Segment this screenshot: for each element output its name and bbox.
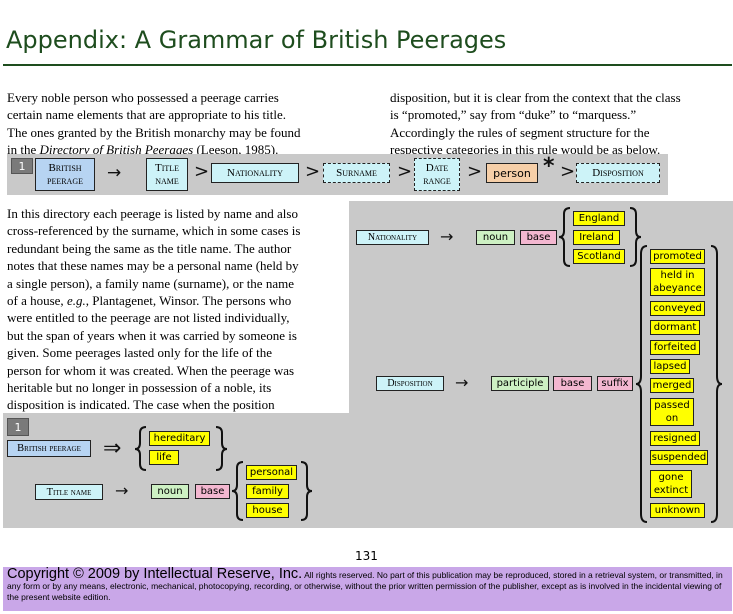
intro-left-text: Every noble person who possessed a peera… [7,90,301,158]
option-life: life [149,450,179,465]
rule-separator: > [560,161,576,182]
option-lapsed: lapsed [650,359,690,374]
rule-element-surname: Surname [323,163,390,183]
option-forfeited: forfeited [650,340,700,355]
disposition-participle: participle [491,376,549,391]
option-merged: merged [650,378,694,393]
option-dormant: dormant [650,320,700,335]
disposition-label: Disposition [376,376,444,391]
option-resigned: resigned [650,431,700,446]
copyright-footer: Copyright © 2009 by Intellectual Reserve… [3,567,732,611]
left-title-name-label: Title name [35,484,103,500]
disposition-suffix: suffix [597,376,633,391]
option-passed-on: passed on [650,398,694,426]
body-text-before: In this directory each peerage is listed… [7,206,301,309]
option-promoted: promoted [650,249,705,264]
body-text-after: , Plantagenet, Winsor. The persons who w… [7,293,297,430]
nationality-noun: noun [476,230,515,245]
rule-element-nationality: Nationality [211,163,299,183]
rule-element-title-name: Title name [146,158,188,191]
rule-element-person: person [486,163,538,183]
title-name-base: base [195,484,230,499]
rule-number: 1 [11,158,33,174]
body-paragraph: In this directory each peerage is listed… [7,205,347,431]
option-ireland: Ireland [573,230,620,245]
option-conveyed: conveyed [650,301,705,316]
rule-element-disposition: Disposition [576,163,660,183]
option-scotland: Scotland [573,249,625,264]
option-unknown: unknown [650,503,705,518]
option-house: house [246,503,289,518]
left-head-british-peerage: British peerage [7,440,91,457]
option-held-in-abeyance: held in abeyance [650,268,705,296]
option-hereditary: hereditary [149,431,210,446]
nationality-base: base [520,230,557,245]
option-family: family [246,484,289,499]
rule-separator: > [467,161,483,182]
title-name-noun: noun [151,484,189,499]
rule-separator: > [194,161,210,182]
rule-kleene-star: * [543,154,555,179]
option-suspended: suspended [650,450,708,465]
rule-separator: > [305,161,321,182]
rule-separator: > [397,161,413,182]
body-text-eg: e.g. [66,293,86,309]
rule-head-british-peerage: British peerage [35,158,95,191]
left-double-arrow: ⇒ [103,436,122,461]
rule-left-number: 1 [7,418,29,436]
rule-arrow: → [107,163,122,183]
footer-rights-text: All rights reserved. No part of this pub… [7,570,723,602]
option-personal: personal [246,465,297,480]
left-title-name-arrow: → [115,481,129,500]
intro-right-paragraph: disposition, but it is clear from the co… [390,90,681,158]
page-title: Appendix: A Grammar of British Peerages [6,26,507,54]
nationality-label: Nationality [356,230,429,245]
footer-copyright: Copyright © 2009 by Intellectual Reserve… [7,566,303,582]
rule-element-date-range: Date range [414,158,460,191]
intro-left-reference: Directory of British Peerages [39,142,194,158]
nationality-arrow: → [440,227,454,246]
option-england: England [573,211,625,226]
disposition-base: base [553,376,592,391]
intro-left-citation: (Leeson, 1985). [193,142,279,158]
option-gone-extinct: gone extinct [650,470,692,498]
page-number: 131 [355,549,378,563]
intro-left-paragraph: Every noble person who possessed a peera… [7,89,347,159]
title-divider [3,64,732,66]
disposition-arrow: → [455,373,469,392]
